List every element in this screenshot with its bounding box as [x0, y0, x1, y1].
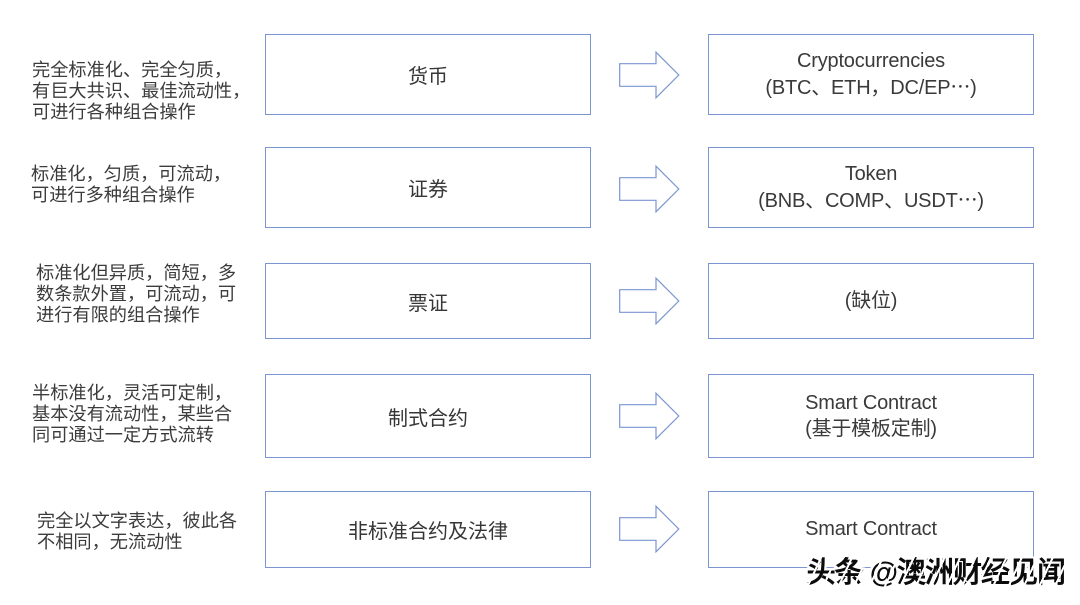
right-arrow-icon — [619, 277, 680, 325]
row-4-description: 半标准化，灵活可定制， 基本没有流动性，某些合 同可通过一定方式流转 — [32, 383, 233, 445]
row-2-description: 标准化，匀质，可流动， 可进行多种组合操作 — [31, 164, 232, 205]
row-1-description: 完全标准化、完全匀质， 有巨大共识、最佳流动性， 可进行各种组合操作 — [32, 60, 251, 122]
watermark-text: 头条 @澳洲财经见闻 — [806, 557, 1066, 589]
mapping-box-smart-contract-template: Smart Contract (基于模板定制) — [708, 374, 1034, 458]
mapping-box-vacant: (缺位) — [708, 263, 1034, 339]
right-arrow-icon — [619, 505, 680, 553]
right-arrow-icon — [619, 51, 680, 99]
mapping-box-token: Token (BNB、COMP、USDT⋯) — [708, 147, 1034, 228]
row-5-description: 完全以文字表达，彼此各 不相同，无流动性 — [37, 511, 238, 552]
right-arrow-icon — [619, 165, 680, 213]
category-box-nonstandard-contract: 非标准合约及法律 — [265, 491, 591, 568]
right-arrow-icon — [619, 392, 680, 440]
category-box-tickets: 票证 — [265, 263, 591, 339]
category-box-currency: 货币 — [265, 34, 591, 115]
mapping-box-smart-contract: Smart Contract — [708, 491, 1034, 568]
category-box-standard-contract: 制式合约 — [265, 374, 591, 458]
watermark-halo: 头条 @澳洲财经见闻 — [807, 555, 1066, 592]
watermark: 头条 @澳洲财经见闻 头条 @澳洲财经见闻 — [806, 555, 1066, 592]
row-3-description: 标准化但异质，简短，多 数条款外置，可流动，可 进行有限的组合操作 — [36, 263, 237, 325]
mapping-box-cryptocurrencies: Cryptocurrencies (BTC、ETH，DC/EP⋯) — [708, 34, 1034, 115]
category-box-securities: 证券 — [265, 147, 591, 228]
